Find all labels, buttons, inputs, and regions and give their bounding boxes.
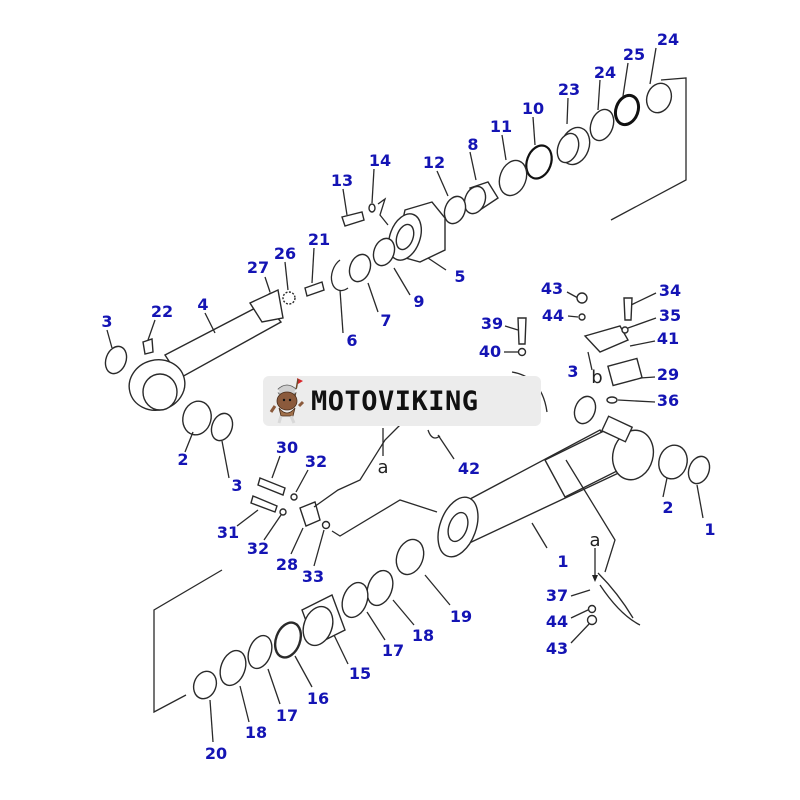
part-label-3: 3: [567, 362, 579, 381]
part-label-44: 44: [541, 306, 565, 325]
part-label-17: 17: [381, 641, 405, 660]
part-label-24: 24: [593, 63, 617, 82]
reference-mark-a: a: [377, 457, 389, 478]
part-label-1: 1: [704, 520, 716, 539]
group-bracket-top: [610, 77, 687, 221]
part-label-35: 35: [658, 306, 682, 325]
part-label-31: 31: [216, 523, 240, 542]
part-label-10: 10: [521, 99, 545, 118]
part-label-37: 37: [545, 586, 569, 605]
part-label-43: 43: [540, 279, 564, 298]
part-label-28: 28: [275, 555, 299, 574]
part-label-17: 17: [275, 706, 299, 725]
part-label-32: 32: [246, 539, 270, 558]
part-label-16: 16: [306, 689, 330, 708]
part-label-43: 43: [545, 639, 569, 658]
part-label-3: 3: [101, 312, 113, 331]
part-label-23: 23: [557, 80, 581, 99]
part-label-7: 7: [380, 311, 392, 330]
part-label-41: 41: [656, 329, 680, 348]
part-label-24: 24: [656, 30, 680, 49]
part-label-33: 33: [301, 567, 325, 586]
part-label-34: 34: [658, 281, 682, 300]
part-label-9: 9: [413, 292, 425, 311]
part-label-11: 11: [489, 117, 513, 136]
part-label-22: 22: [150, 302, 174, 321]
part-label-39: 39: [480, 314, 504, 333]
part-label-14: 14: [368, 151, 392, 170]
part-label-18: 18: [411, 626, 435, 645]
part-label-30: 30: [275, 438, 299, 457]
part-label-12: 12: [422, 153, 446, 172]
part-label-25: 25: [622, 45, 646, 64]
part-label-42: 42: [457, 459, 481, 478]
reference-mark-a: a: [589, 530, 601, 551]
part-label-1: 1: [557, 552, 569, 571]
part-label-18: 18: [244, 723, 268, 742]
part-label-36: 36: [656, 391, 680, 410]
viking-mascot-icon: [269, 378, 305, 424]
part-label-40: 40: [478, 342, 502, 361]
part-label-44: 44: [545, 612, 569, 631]
watermark-banner: MOTOVIKING: [263, 376, 541, 426]
part-label-2: 2: [662, 498, 674, 517]
watermark-brand-text: MOTOVIKING: [311, 385, 479, 417]
group-bracket-bottom: [153, 569, 223, 714]
part-label-2: 2: [177, 450, 189, 469]
part-label-3: 3: [231, 476, 243, 495]
part-label-20: 20: [204, 744, 228, 763]
part-label-15: 15: [348, 664, 372, 683]
part-label-6: 6: [346, 331, 358, 350]
part-label-4: 4: [197, 295, 209, 314]
part-label-19: 19: [449, 607, 473, 626]
part-label-8: 8: [467, 135, 479, 154]
part-label-5: 5: [454, 267, 466, 286]
part-label-21: 21: [307, 230, 331, 249]
part-label-26: 26: [273, 244, 297, 263]
part-label-27: 27: [246, 258, 270, 277]
part-label-29: 29: [656, 365, 680, 384]
leader-lines: [106, 47, 704, 743]
reference-mark-b: b: [591, 367, 603, 388]
part-label-32: 32: [304, 452, 328, 471]
part-label-13: 13: [330, 171, 354, 190]
